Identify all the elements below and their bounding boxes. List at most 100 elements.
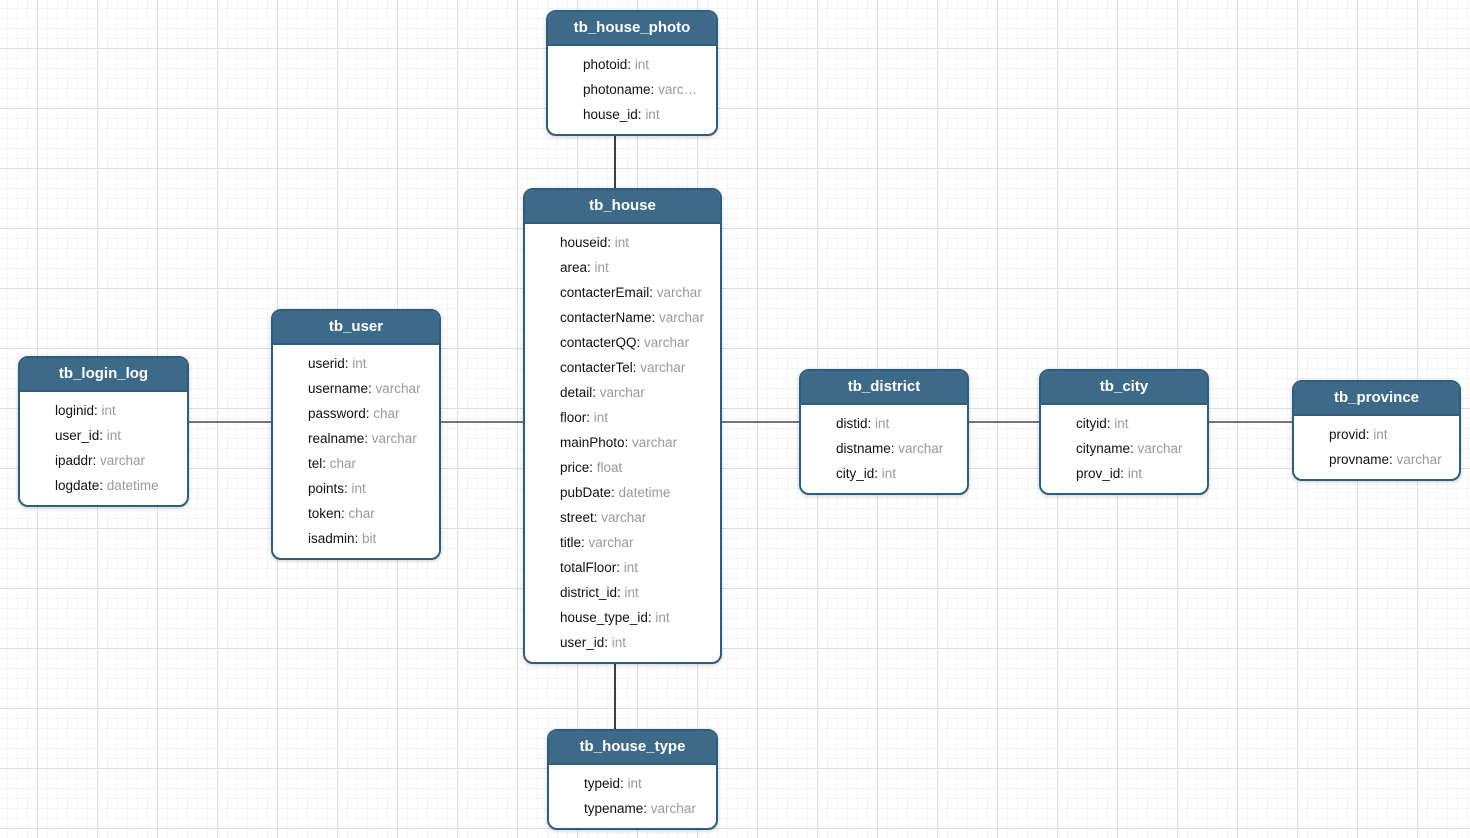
table-header[interactable]: tb_house_photo [548,12,716,46]
field-type: int [624,585,639,600]
field-row: photoname: varc… [583,77,710,102]
connector-house_photo-house [614,131,616,190]
field-name: points: [308,481,352,496]
field-row: loginid: int [55,398,181,423]
table-tb_house_photo[interactable]: tb_house_photo photoid: int photoname: va… [546,10,718,136]
field-row: house_type_id: int [560,605,714,630]
field-row: contacterName: varchar [560,305,714,330]
field-row: contacterQQ: varchar [560,330,714,355]
field-row: contacterTel: varchar [560,355,714,380]
field-name: contacterEmail: [560,285,657,300]
field-row: password: char [308,401,433,426]
field-name: provid: [1329,427,1374,442]
field-row: typename: varchar [584,796,710,821]
field-row: city_id: int [836,461,961,486]
connector-house-house_type [614,663,616,731]
field-type: int [352,356,367,371]
field-name: provname: [1329,452,1397,467]
field-name: houseid: [560,235,615,250]
field-name: password: [308,406,374,421]
field-row: username: varchar [308,376,433,401]
field-name: contacterName: [560,310,660,325]
field-type: int [351,481,366,496]
field-type: int [106,428,122,443]
field-type: varchar [898,441,944,456]
field-row: title: varchar [560,530,714,555]
field-row: ipaddr: varchar [55,448,181,473]
field-name: district_id: [560,585,625,600]
field-type: varchar [1137,441,1183,456]
table-body: photoid: int photoname: varc… house_id: in… [548,46,716,134]
field-name: token: [308,506,349,521]
table-header[interactable]: tb_login_log [20,358,187,392]
field-type: int [881,466,897,481]
field-name: tel: [308,456,330,471]
field-type: varc… [658,82,698,97]
field-type: varchar [644,335,690,350]
field-type: int [634,57,650,72]
field-name: realname: [308,431,372,446]
connector-city-province [1208,421,1293,423]
table-header[interactable]: tb_house_type [549,731,716,765]
field-name: user_id: [55,428,107,443]
field-type: datetime [106,478,159,493]
field-type: int [1114,416,1129,431]
field-type: int [627,776,642,791]
field-name: house_id: [583,107,646,122]
table-header[interactable]: tb_city [1041,371,1207,405]
field-name: typeid: [584,776,628,791]
field-name: distname: [836,441,899,456]
field-row: isadmin: bit [308,526,433,551]
table-header[interactable]: tb_district [801,371,967,405]
field-row: prov_id: int [1076,461,1201,486]
field-row: cityid: int [1076,411,1201,436]
field-row: contacterEmail: varchar [560,280,714,305]
table-tb_house_type[interactable]: tb_house_type typeid: int typename: varch… [547,729,718,830]
field-name: street: [560,510,602,525]
field-row: user_id: int [560,630,714,655]
field-row: user_id: int [55,423,181,448]
field-row: logdate: datetime [55,473,181,498]
field-name: area: [560,260,595,275]
field-type: int [645,107,660,122]
field-name: ipaddr: [55,453,101,468]
field-type: varchar [656,285,702,300]
field-name: prov_id: [1076,466,1128,481]
field-type: varchar [371,431,417,446]
field-type: varchar [659,310,705,325]
table-header[interactable]: tb_house [525,190,720,224]
field-name: username: [308,381,376,396]
field-name: userid: [308,356,353,371]
table-header[interactable]: tb_user [273,311,439,345]
field-type: float [596,460,623,475]
connector-district-city [968,421,1040,423]
field-name: city_id: [836,466,882,481]
field-row: price: float [560,455,714,480]
field-type: int [875,416,890,431]
field-type: varchar [588,535,634,550]
field-name: user_id: [560,635,612,650]
table-header[interactable]: tb_province [1294,382,1459,416]
field-type: varchar [601,510,647,525]
field-type: varchar [650,801,696,816]
field-row: detail: varchar [560,380,714,405]
field-name: photoname: [583,82,659,97]
field-type: int [594,260,609,275]
field-type: datetime [618,485,671,500]
field-row: street: varchar [560,505,714,530]
field-row: provname: varchar [1329,447,1453,472]
field-row: token: char [308,501,433,526]
field-type: int [611,635,627,650]
field-type: char [348,506,375,521]
field-name: photoid: [583,57,635,72]
field-name: contacterQQ: [560,335,645,350]
